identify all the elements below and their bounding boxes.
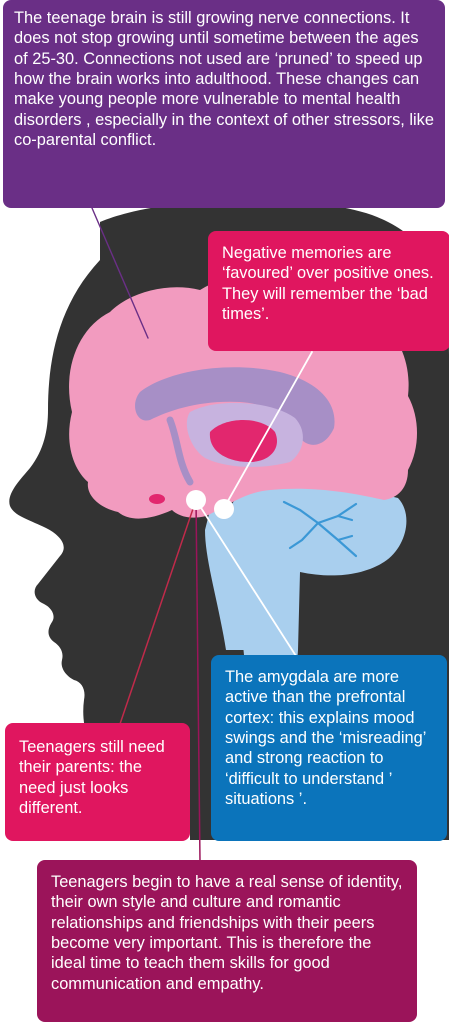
cerebellum-branches — [282, 500, 358, 558]
callout-parents: Teenagers still need their parents: the … — [5, 723, 190, 841]
memory-marker — [214, 499, 234, 519]
callout-negative-memories: Negative memories are ‘favoured’ over po… — [208, 231, 449, 351]
callout-brain-growth-text: The teenage brain is still growing nerve… — [14, 9, 434, 150]
callout-parents-text: Teenagers still need their parents: the … — [19, 738, 165, 818]
callout-identity-text: Teenagers begin to have a real sense of … — [51, 873, 403, 993]
callout-negative-memories-text: Negative memories are ‘favoured’ over po… — [222, 244, 434, 324]
corpus-callosum — [135, 367, 335, 445]
callout-brain-growth: The teenage brain is still growing nerve… — [3, 0, 445, 208]
amygdala-marker-small — [149, 494, 165, 504]
connector-lines — [91, 207, 313, 863]
fornix — [166, 416, 194, 486]
callout-identity: Teenagers begin to have a real sense of … — [37, 860, 417, 1022]
amygdala-marker — [186, 490, 206, 510]
brainstem-left — [205, 510, 250, 650]
brainstem — [224, 485, 407, 701]
callout-amygdala-text: The amygdala are more active than the pr… — [225, 668, 426, 809]
callout-amygdala: The amygdala are more active than the pr… — [211, 655, 447, 841]
thalamus — [209, 420, 278, 462]
